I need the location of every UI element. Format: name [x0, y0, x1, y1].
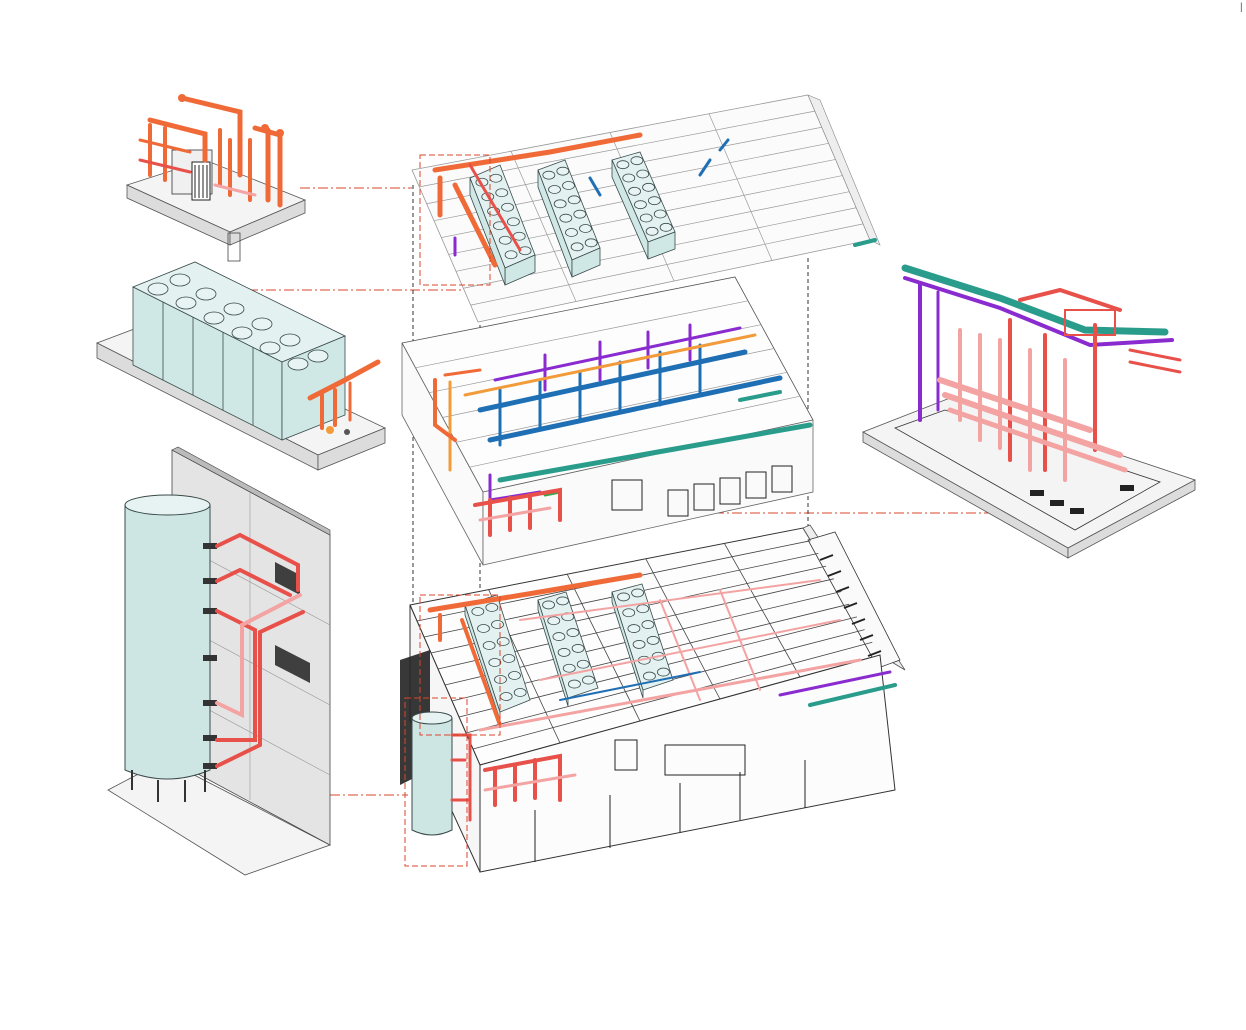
fan [657, 667, 670, 677]
fan [508, 671, 521, 680]
fan [628, 186, 641, 196]
fan [547, 616, 561, 626]
fan [582, 675, 595, 685]
fan [507, 217, 520, 227]
fan [636, 169, 650, 179]
fan [641, 620, 655, 629]
fan [634, 200, 647, 210]
fan [566, 628, 580, 637]
fan [488, 658, 502, 667]
fan [477, 624, 490, 633]
plant-room-level [401, 276, 814, 566]
distribution-header-detail [862, 264, 1197, 559]
fan [559, 213, 573, 223]
chiller-row-detail [96, 261, 386, 471]
fan [622, 173, 636, 183]
fan [542, 170, 556, 180]
fan [627, 624, 641, 633]
fan [513, 688, 527, 697]
fan [491, 620, 504, 629]
fan [571, 644, 585, 653]
plant-grid-line [469, 395, 801, 468]
fan [646, 636, 660, 645]
fan [496, 637, 510, 646]
fan [579, 224, 592, 233]
fan [504, 250, 518, 260]
fan [622, 608, 636, 618]
fan [643, 671, 656, 681]
window-row [611, 465, 793, 517]
fan [562, 663, 576, 673]
fan [556, 166, 570, 176]
building-grid-line [566, 574, 641, 722]
fan [485, 603, 499, 612]
fan [632, 640, 646, 649]
fan [570, 242, 584, 252]
fan [489, 173, 503, 183]
fan [567, 195, 581, 205]
fan [573, 209, 587, 219]
fan [616, 160, 630, 170]
fan [499, 692, 513, 701]
fan [556, 596, 569, 606]
fan [548, 185, 561, 194]
fan [542, 600, 555, 610]
fan [562, 181, 575, 190]
roof-chiller-b [537, 159, 601, 278]
roof-grid-line [510, 151, 577, 302]
plant-grid-line [415, 300, 749, 369]
fan [495, 188, 509, 198]
louvre-slats [819, 554, 882, 657]
roof-level [411, 94, 881, 323]
fan [659, 222, 673, 232]
buffer-tank-detail [107, 446, 332, 876]
fan [501, 202, 514, 212]
building-grid-line [724, 543, 801, 678]
fan [576, 659, 590, 669]
manifold-detail [125, 94, 307, 262]
fan [565, 228, 578, 237]
fan [636, 604, 650, 614]
fan [630, 156, 644, 166]
fan [553, 199, 567, 209]
building-grid-line [645, 558, 721, 700]
fan [631, 588, 644, 598]
fan [482, 641, 496, 650]
roof-grid-line [708, 113, 773, 261]
corner-mark: | [1240, 2, 1243, 13]
facade-panels [534, 739, 806, 862]
fan [584, 238, 598, 248]
fan [653, 209, 667, 219]
fan [568, 679, 581, 689]
fan [648, 196, 661, 206]
fan [498, 235, 512, 245]
fan [642, 182, 655, 192]
fan [639, 213, 653, 223]
fan [617, 592, 630, 602]
fan-array [147, 273, 329, 371]
fan [502, 654, 516, 663]
fan [471, 607, 485, 616]
fan [645, 226, 659, 236]
fan [557, 648, 571, 657]
fan [552, 632, 566, 641]
assembled-building [400, 524, 906, 873]
